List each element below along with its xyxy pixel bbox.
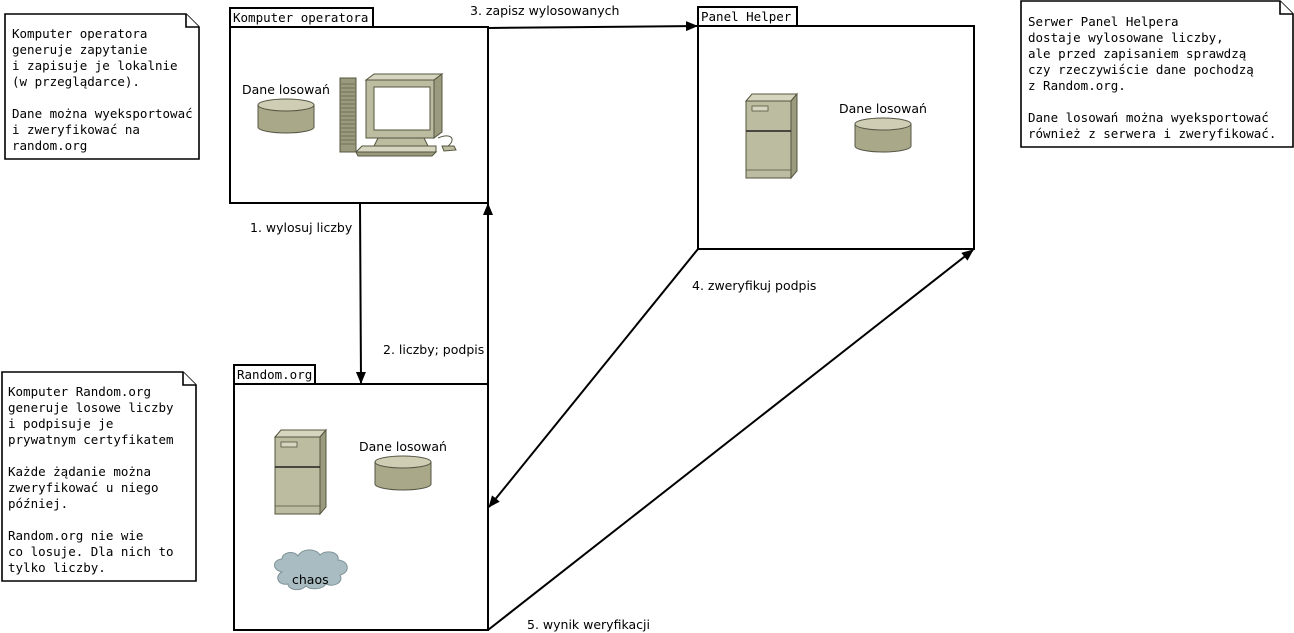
operator-db-label: Dane losowań <box>242 82 330 97</box>
note-operator-text: Komputer operatora generuje zapytanie i … <box>12 26 200 153</box>
box-operator: Komputer operatora Dane losowań <box>229 7 489 204</box>
note-random: Komputer Random.org generuje losowe licz… <box>1 371 197 582</box>
note-random-text: Komputer Random.org generuje losowe licz… <box>8 384 181 575</box>
database-icon <box>257 98 315 134</box>
box-random-frame <box>233 383 489 631</box>
arrow-1 <box>355 202 366 384</box>
box-operator-title: Komputer operatora <box>233 10 368 25</box>
arrow-4 <box>488 248 699 508</box>
database-icon <box>374 455 432 491</box>
server-icon <box>744 92 799 180</box>
arrow-5 <box>487 249 974 631</box>
arrow-2-label: 2. liczby; podpis <box>383 342 484 357</box>
arrow-1-label: 1. wylosuj liczby <box>250 220 353 235</box>
random-db-label: Dane losowań <box>359 439 447 454</box>
note-operator: Komputer operatora generuje zapytanie i … <box>4 13 200 160</box>
box-random: Random.org Dane losowań chaos <box>233 364 489 631</box>
arrow-3-label: 3. zapisz wylosowanych <box>470 3 619 18</box>
arrow-3 <box>487 21 698 32</box>
box-panel-title: Panel Helper <box>701 9 792 24</box>
cloud-icon <box>274 549 348 591</box>
note-panel-text: Serwer Panel Helpera dostaje wylosowane … <box>1028 14 1276 141</box>
arrow-4-label: 4. zweryfikuj podpis <box>692 278 816 293</box>
database-icon <box>854 117 912 153</box>
note-panel: Serwer Panel Helpera dostaje wylosowane … <box>1020 0 1294 148</box>
box-panel-frame <box>697 25 975 250</box>
box-random-title: Random.org <box>237 367 312 382</box>
box-panel: Panel Helper Dane losowań <box>697 6 975 250</box>
arrow-5-label: 5. wynik weryfikacji <box>527 617 650 632</box>
cloud-label: chaos <box>292 572 329 587</box>
panel-db-label: Dane losowań <box>839 101 927 116</box>
server-icon <box>273 428 328 516</box>
workstation-icon <box>339 73 457 157</box>
